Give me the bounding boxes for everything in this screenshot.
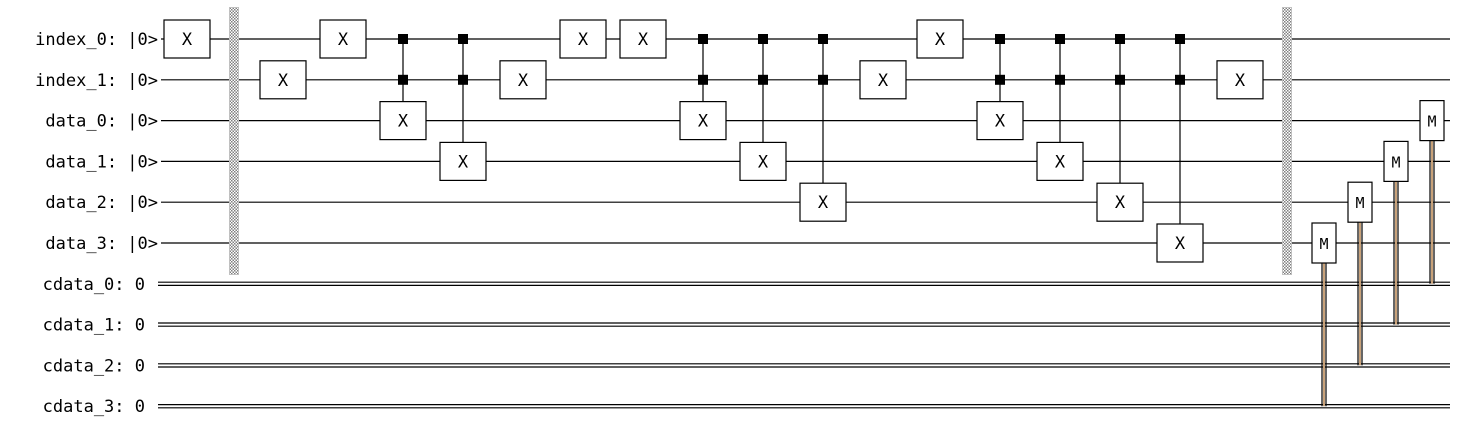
circuit-operations: X X X X X X X X X X X X X X X X X X M M M M [163, 7, 1445, 407]
gate-label: X [578, 30, 589, 50]
x-gate [1216, 60, 1264, 100]
gate-label: X [398, 112, 409, 132]
control-dot [818, 74, 828, 85]
qubit-label-data-0: data_0: |0> [45, 112, 158, 132]
control-dot [995, 34, 1005, 44]
qubit-label-data-2: data_2: |0> [45, 193, 158, 213]
qubit-label-data-3: data_3: |0> [45, 234, 158, 254]
measure-label: M [1391, 153, 1400, 171]
measure-label: M [1427, 113, 1436, 131]
control-dot [458, 74, 468, 85]
x-gate [859, 60, 907, 100]
control-dot [398, 74, 408, 85]
gate-label: X [758, 152, 769, 172]
control-dot [1115, 74, 1125, 85]
control-dot [995, 74, 1005, 85]
cbit-label-cdata-2: cdata_2: 0 [43, 356, 145, 376]
x-gate [319, 19, 367, 59]
gate-label: X [1235, 71, 1246, 91]
x-gate [619, 19, 667, 59]
toffoli-target-gate [439, 141, 487, 181]
toffoli-target-gate [1036, 141, 1084, 181]
x-gate [916, 19, 964, 59]
control-dot [758, 34, 768, 44]
control-dot [398, 34, 408, 44]
cbit-label-cdata-0: cdata_0: 0 [43, 275, 145, 295]
control-dot [458, 34, 468, 44]
register-labels: index_0: |0> index_1: |0> data_0: |0> data_… [35, 30, 158, 417]
qubit-label-data-1: data_1: |0> [45, 152, 158, 172]
toffoli-target-gate [379, 100, 427, 141]
control-dot [1175, 34, 1185, 44]
gate-label: X [182, 30, 193, 50]
control-dot [1115, 34, 1125, 44]
toffoli-target-gate [739, 141, 787, 181]
control-dot [1175, 74, 1185, 85]
measure-label: M [1319, 235, 1328, 253]
qubit-label-index-0: index_0: |0> [35, 30, 158, 50]
barrier [229, 7, 239, 275]
x-gate [559, 19, 607, 59]
gate-label: X [818, 193, 829, 213]
x-gate [163, 19, 211, 59]
measure-gate [1419, 99, 1445, 142]
barrier [1282, 7, 1292, 275]
measure-gate [1311, 222, 1337, 264]
control-dot [698, 34, 708, 44]
gate-label: X [995, 112, 1006, 132]
gate-label: X [1115, 193, 1126, 213]
measure-gate [1347, 181, 1373, 223]
gate-label: X [518, 71, 529, 91]
toffoli-target-gate [679, 100, 727, 141]
x-gate [259, 60, 307, 100]
gate-label: X [338, 30, 349, 50]
x-gate [499, 60, 547, 100]
gate-label: X [1055, 152, 1066, 172]
cbit-label-cdata-3: cdata_3: 0 [43, 397, 145, 417]
cbit-label-cdata-1: cdata_1: 0 [43, 316, 145, 336]
gate-label: X [638, 30, 649, 50]
control-dot [818, 34, 828, 44]
measure-label: M [1355, 194, 1364, 212]
control-dot [758, 74, 768, 85]
gate-label: X [278, 71, 289, 91]
control-dot [1055, 34, 1065, 44]
gate-label: X [698, 112, 709, 132]
gate-label: X [935, 30, 946, 50]
gate-label: X [878, 71, 889, 91]
measure-gate [1383, 140, 1409, 182]
control-dot [698, 74, 708, 85]
toffoli-target-gate [1096, 182, 1144, 222]
gate-label: X [458, 152, 469, 172]
toffoli-target-gate [976, 100, 1024, 141]
qubit-label-index-1: index_1: |0> [35, 71, 158, 91]
toffoli-target-gate [799, 182, 847, 222]
control-dot [1055, 74, 1065, 85]
gate-label: X [1175, 234, 1186, 254]
toffoli-target-gate [1156, 223, 1204, 263]
